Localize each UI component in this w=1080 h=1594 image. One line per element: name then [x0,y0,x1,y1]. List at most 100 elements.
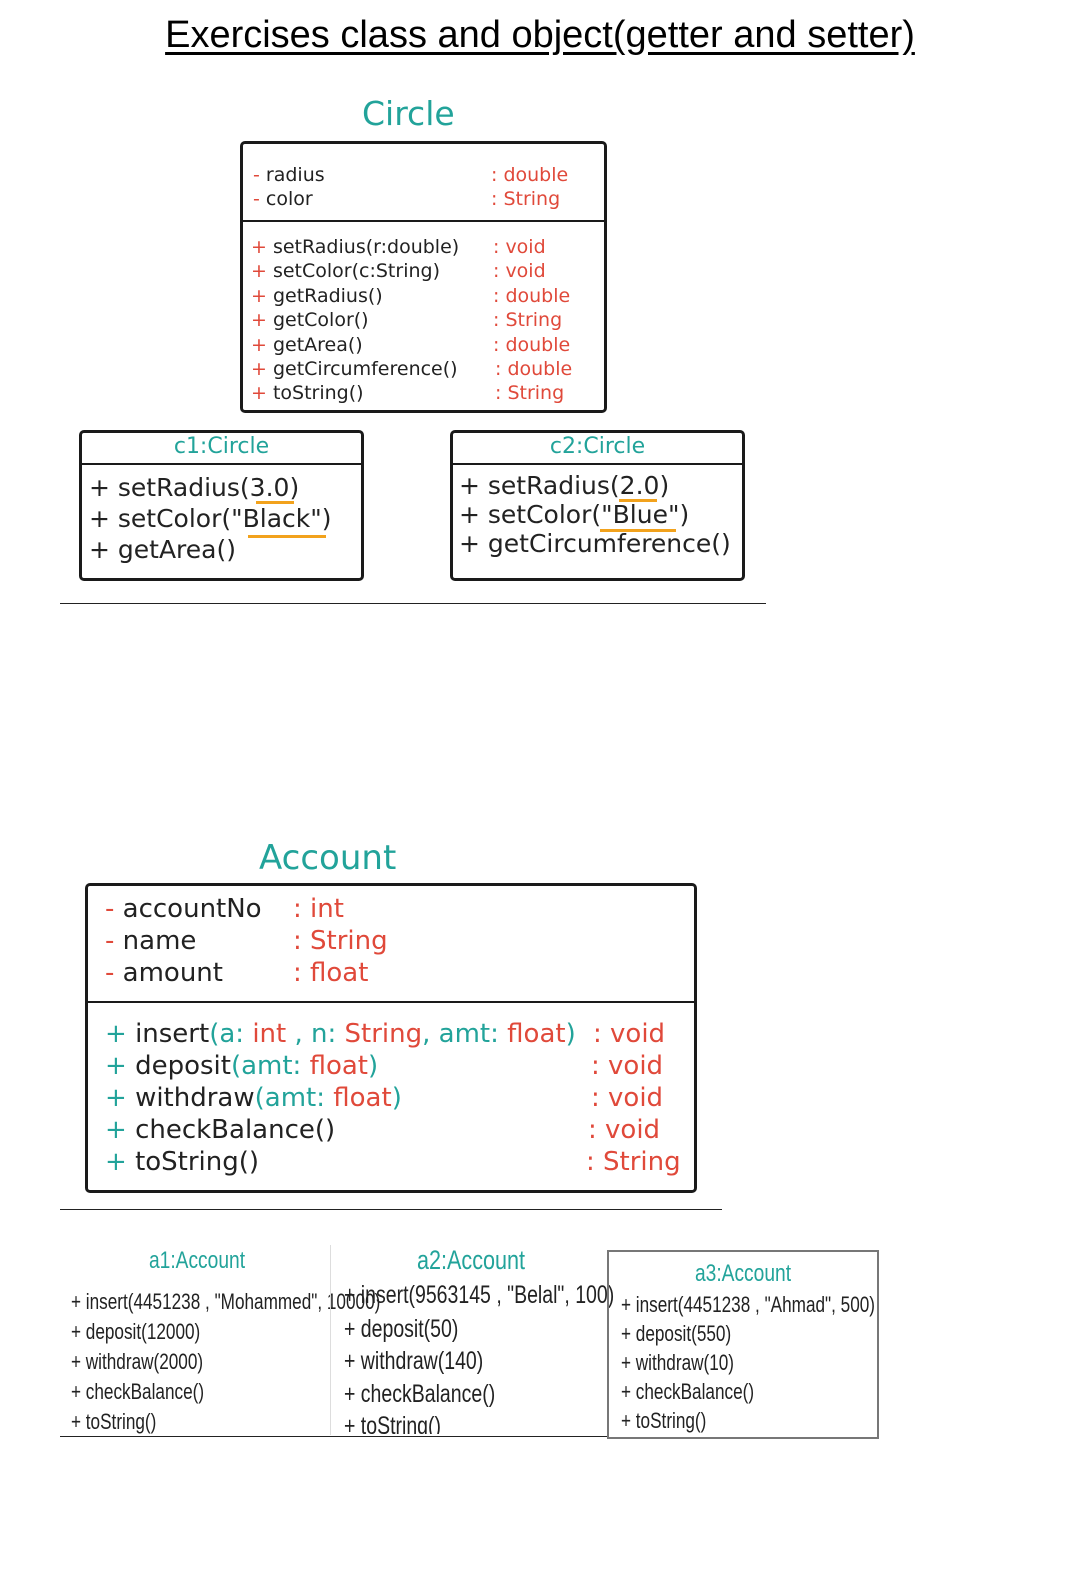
method-return-type: : String [493,309,563,332]
account-class-box: - accountNo : int - name : String - amount : … [85,883,697,1193]
method-name: getRadius() [272,284,383,307]
a3-call: + withdraw(10) [621,1350,735,1375]
a2-call: + toString() [344,1412,442,1434]
method-return-type: : void [591,1083,664,1113]
method-return-type: : String [586,1147,681,1177]
method-return-type: : void [493,260,546,283]
circle-method-row: + getArea() [251,334,363,356]
method-return-type: : void [588,1115,661,1145]
c2-radius-highlight [619,499,657,502]
visibility-marker: - [253,164,266,186]
c1-call: + getArea() [89,535,236,564]
method-return-type: : String [495,382,565,405]
column-divider [330,1245,331,1435]
param-name: amt: [438,1019,508,1049]
paren: ( [230,1051,242,1081]
param-type: String [344,1019,423,1049]
method-name: withdraw [135,1083,255,1113]
c1-object-box: c1:Circle + setRadius(3.0) + setColor("B… [79,430,364,581]
param-type: float [309,1051,368,1081]
paren: ) [565,1019,576,1049]
circle-method-row: + getCircumference() [251,358,458,380]
method-return-type: : double [493,284,571,307]
a3-call: + toString() [621,1408,707,1433]
c1-radius-highlight [256,501,294,504]
attribute-name: accountNo [122,894,262,924]
visibility-marker: + [105,1051,136,1081]
circle-attribute-row: - radius [253,164,325,186]
c2-call: + setColor("Blue") [459,500,690,529]
attribute-type: : int [293,894,344,924]
param-separator: , [286,1019,312,1049]
page-title: Exercises class and object(getter and se… [165,14,915,56]
visibility-marker: + [105,1019,136,1049]
method-name: toString() [272,382,364,405]
a3-object-name: a3:Account [694,1260,792,1287]
a1-call: + withdraw(2000) [71,1349,204,1374]
visibility-marker: + [251,260,273,283]
param-type: float [333,1083,392,1113]
a3-object-box: a3:Account + insert(4451238 , "Ahmad", 5… [607,1250,879,1439]
paren: ( [209,1019,220,1049]
a2-call: + withdraw(140) [344,1347,484,1375]
circle-class-box: - radius: double- color: String + setRad… [240,141,607,413]
c1-divider [82,463,361,465]
attribute-type: : String [293,926,388,956]
circle-method-row: + setColor(c:String) [251,260,440,282]
c2-call: + setRadius(2.0) [459,471,670,500]
circle-method-row: + toString() [251,382,364,404]
method-name: toString() [135,1147,260,1177]
method-name: getColor() [272,309,369,332]
account-method-row: + deposit(amt: float) [105,1051,378,1081]
attribute-name: amount [122,958,223,988]
visibility-marker: + [251,382,273,405]
method-return-type: : void [591,1051,664,1081]
param-type: float [507,1019,566,1049]
account-method-row: + toString() [105,1147,259,1177]
visibility-marker: + [105,1147,136,1177]
visibility-marker: + [105,1115,136,1145]
account-attribute-row: - accountNo [105,894,262,924]
attribute-name: name [122,926,197,956]
section-divider [60,1209,722,1210]
method-name: checkBalance() [135,1115,336,1145]
method-return-type: : double [495,358,573,380]
paren: ) [391,1083,402,1113]
a1-call: + insert(4451238 , "Mohammed", 10000) [71,1289,381,1314]
account-method-row: + checkBalance() [105,1115,335,1145]
method-name: getCircumference() [272,358,458,380]
a1-call: + checkBalance() [71,1379,205,1404]
param-name: n: [311,1019,345,1049]
a2-object-name: a2:Account [416,1245,526,1275]
a2-call: + insert(9563145 , "Belal", 100) [344,1281,615,1309]
paren: ) [368,1051,379,1081]
a2-call: + checkBalance() [344,1380,496,1408]
method-return-type: : double [493,333,571,356]
c2-object-box: c2:Circle + setRadius(2.0) + setColor("B… [450,430,745,581]
param-type: int [252,1019,287,1049]
param-name: a: [219,1019,253,1049]
account-attribute-row: - amount [105,958,223,988]
circle-method-row: + setRadius(r:double) [251,236,459,258]
a3-call: + deposit(550) [621,1321,732,1346]
c2-object-name: c2:Circle [549,434,646,459]
method-name: setColor(c:String) [272,260,440,283]
account-class-name: Account [259,838,397,878]
c1-color-highlight [248,535,326,538]
a2-object-box: a2:Account + insert(9563145 , "Belal", 1… [336,1245,614,1437]
account-attribute-row: - name [105,926,196,956]
visibility-marker: - [105,926,123,956]
c1-call: + setColor("Black") [89,504,332,533]
circle-class-divider [243,220,604,222]
section-divider [60,603,766,604]
visibility-marker: + [251,358,273,380]
visibility-marker: + [251,284,273,307]
attribute-name: radius [265,164,325,186]
attribute-type: : String [491,188,561,210]
method-name: setRadius(r:double) [272,236,460,258]
method-return-type: : void [493,236,546,258]
visibility-marker: - [105,894,123,924]
account-method-row: + insert(a: int , n: String, amt: float) [105,1019,576,1049]
visibility-marker: + [251,309,273,332]
account-class-divider [88,1001,694,1003]
